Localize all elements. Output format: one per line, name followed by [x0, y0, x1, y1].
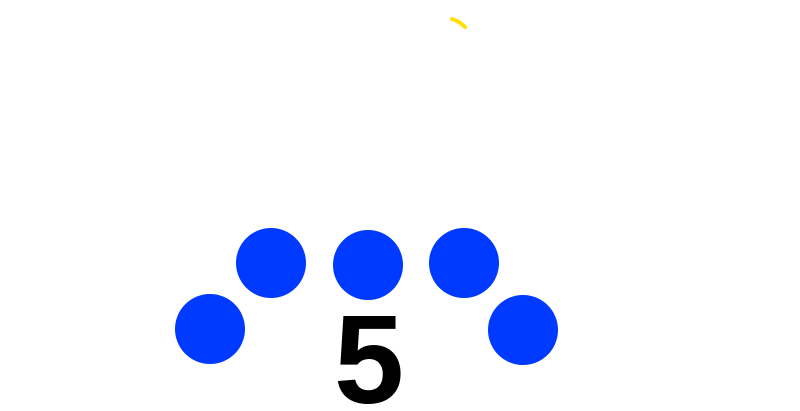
seat-1 — [175, 294, 245, 364]
seat-4 — [429, 228, 499, 298]
seat-2 — [236, 228, 306, 298]
seat-3 — [333, 230, 403, 300]
seat-5 — [488, 295, 558, 365]
seats-group — [175, 228, 558, 365]
total-seats-label: 5 — [334, 289, 404, 411]
yellow-arc-mark — [450, 17, 467, 29]
